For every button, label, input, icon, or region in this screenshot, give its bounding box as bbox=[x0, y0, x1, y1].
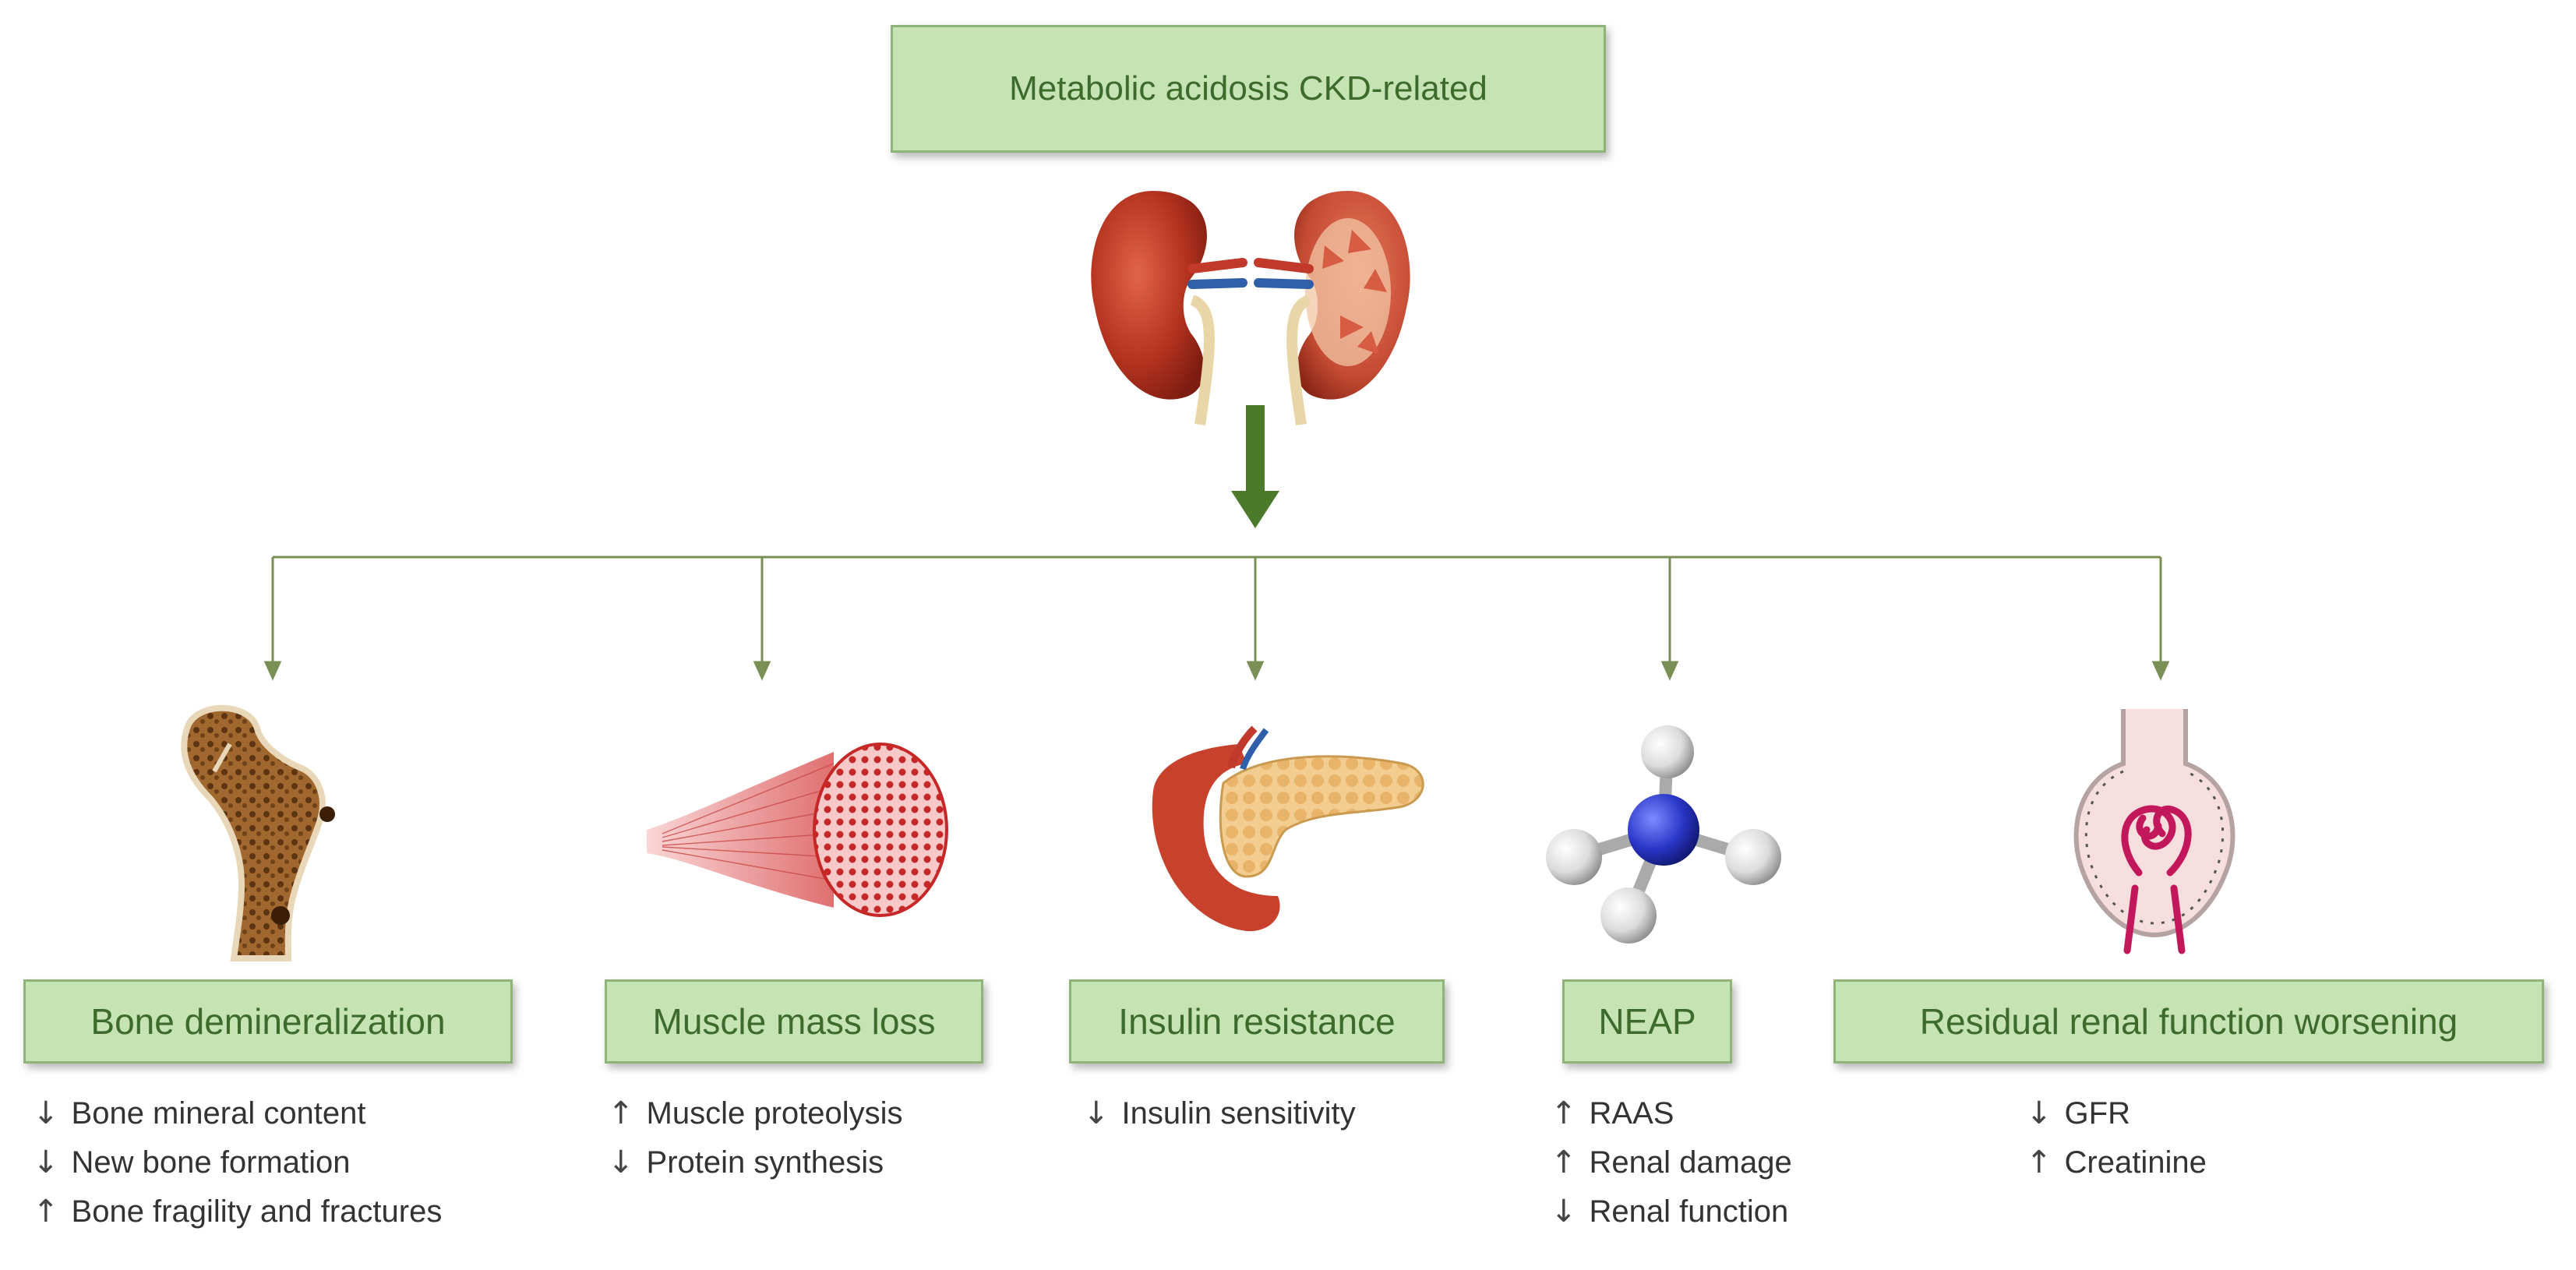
direction-arrow-icon: ↓ bbox=[608, 1145, 634, 1180]
kidneys-illustration bbox=[1091, 191, 1410, 426]
category-label: Residual renal function worsening bbox=[1919, 1001, 2458, 1042]
effect-item: ↓GFR bbox=[2026, 1095, 2130, 1131]
effect-item: ↓Insulin sensitivity bbox=[1083, 1095, 1356, 1131]
effect-item: ↑Bone fragility and fractures bbox=[33, 1194, 443, 1229]
direction-arrow-icon: ↑ bbox=[33, 1194, 59, 1229]
direction-arrow-icon: ↓ bbox=[33, 1095, 59, 1131]
ammonium-molecule-illustration bbox=[1546, 725, 1781, 944]
category-box-neap: NEAP bbox=[1562, 979, 1732, 1064]
direction-arrow-icon: ↑ bbox=[608, 1095, 634, 1131]
direction-arrow-icon: ↑ bbox=[2026, 1145, 2052, 1180]
main-arrow-head bbox=[1231, 491, 1279, 528]
category-box-muscle-mass-loss: Muscle mass loss bbox=[605, 979, 983, 1064]
effect-item: ↓New bone formation bbox=[33, 1145, 351, 1180]
category-label: Bone demineralization bbox=[90, 1001, 446, 1042]
category-label: NEAP bbox=[1598, 1001, 1696, 1042]
effect-item: ↓Bone mineral content bbox=[33, 1095, 366, 1131]
effects-list-bone: ↓Bone mineral content ↓New bone formatio… bbox=[33, 1089, 442, 1236]
direction-arrow-icon: ↓ bbox=[2026, 1095, 2052, 1131]
direction-arrow-icon: ↓ bbox=[33, 1145, 59, 1180]
category-box-residual-renal-function-worsening: Residual renal function worsening bbox=[1833, 979, 2544, 1064]
category-label: Insulin resistance bbox=[1118, 1001, 1396, 1042]
title-box: Metabolic acidosis CKD-related bbox=[891, 25, 1606, 153]
effect-item: ↑Creatinine bbox=[2026, 1145, 2207, 1180]
direction-arrow-icon: ↓ bbox=[1551, 1194, 1577, 1229]
effect-item: ↑Muscle proteolysis bbox=[608, 1095, 903, 1131]
diagram-title: Metabolic acidosis CKD-related bbox=[1009, 69, 1487, 108]
bone-femur-illustration bbox=[181, 704, 335, 961]
effect-item: ↑RAAS bbox=[1551, 1095, 1674, 1131]
branch-arrows bbox=[263, 557, 2170, 681]
effects-list-neap: ↑RAAS ↑Renal damage ↓Renal function bbox=[1551, 1089, 1792, 1236]
effects-list-renal: ↓GFR ↑Creatinine bbox=[2026, 1089, 2207, 1187]
effect-item: ↑Renal damage bbox=[1551, 1145, 1792, 1180]
direction-arrow-icon: ↑ bbox=[1551, 1145, 1577, 1180]
effects-list-muscle: ↑Muscle proteolysis ↓Protein synthesis bbox=[608, 1089, 903, 1187]
main-arrow-shaft bbox=[1246, 405, 1265, 492]
pancreas-illustration bbox=[1152, 725, 1424, 932]
effect-item: ↓Renal function bbox=[1551, 1194, 1789, 1229]
glomerulus-illustration bbox=[2073, 709, 2235, 954]
effect-item: ↓Protein synthesis bbox=[608, 1145, 884, 1180]
direction-arrow-icon: ↑ bbox=[1551, 1095, 1577, 1131]
category-label: Muscle mass loss bbox=[652, 1001, 936, 1042]
muscle-fiber-illustration bbox=[647, 743, 948, 917]
effects-list-insulin: ↓Insulin sensitivity bbox=[1083, 1089, 1356, 1138]
direction-arrow-icon: ↓ bbox=[1083, 1095, 1110, 1131]
category-box-insulin-resistance: Insulin resistance bbox=[1069, 979, 1445, 1064]
category-box-bone-demineralization: Bone demineralization bbox=[23, 979, 513, 1064]
